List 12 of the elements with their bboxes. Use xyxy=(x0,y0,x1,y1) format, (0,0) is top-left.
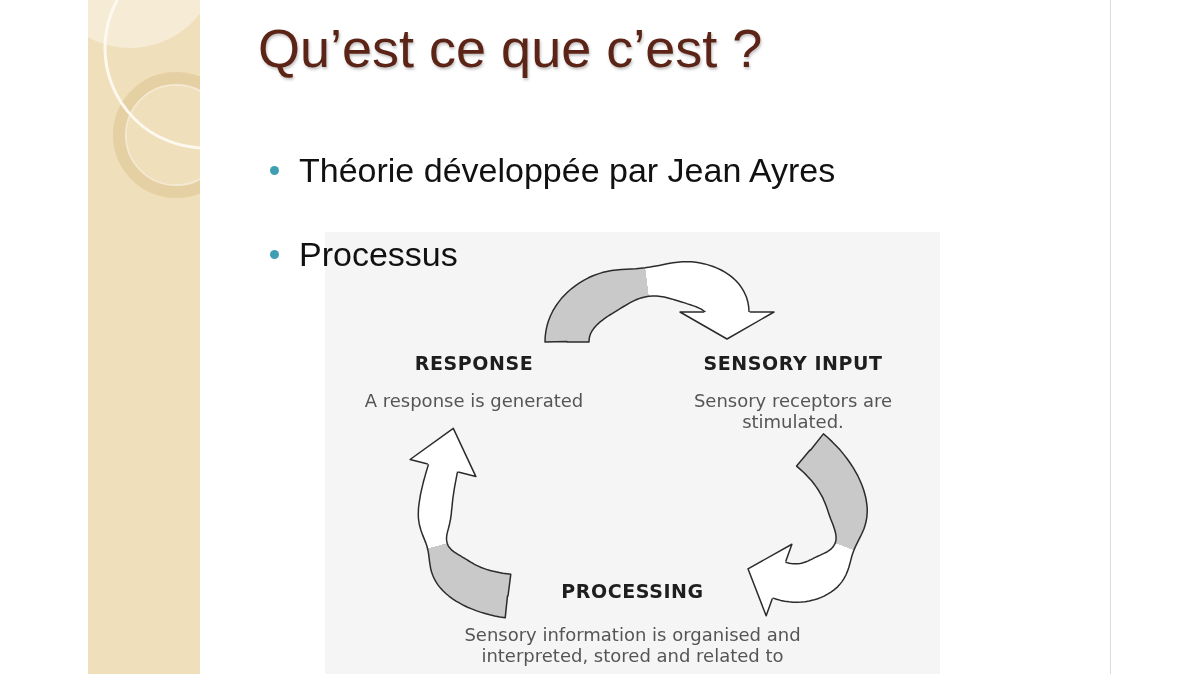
bullet-text: Processus xyxy=(299,234,458,274)
stage-heading: RESPONSE xyxy=(414,352,534,374)
stage-heading: SENSORY INPUT xyxy=(703,352,883,374)
curved-block-arrow xyxy=(409,427,512,619)
stage-description: Sensory information is organised and interpreted, stored and related to xyxy=(463,624,802,666)
curved-block-arrow xyxy=(747,433,868,617)
curved-block-arrow xyxy=(544,260,775,343)
slide-title: Qu’est ce que c’est ? xyxy=(258,17,763,80)
stage-description: A response is generated xyxy=(364,390,584,411)
stage-description: Sensory receptors are stimulated. xyxy=(692,390,894,432)
bullet-text: Théorie développée par Jean Ayres xyxy=(299,150,836,190)
stage-heading: PROCESSING xyxy=(561,580,704,602)
